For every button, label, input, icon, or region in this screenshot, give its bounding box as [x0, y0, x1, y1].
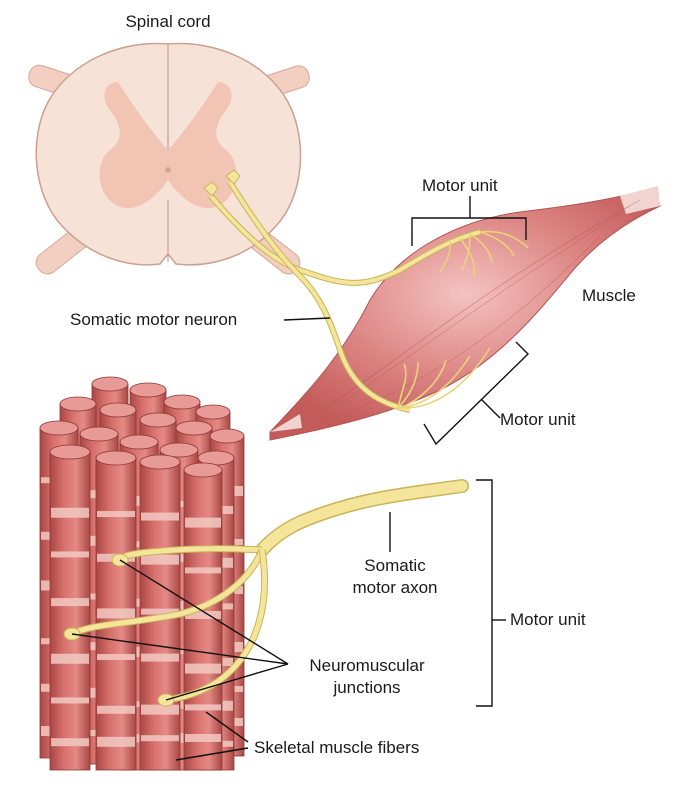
annotation-lines	[71, 196, 529, 761]
label-motor-unit-top: Motor unit	[422, 176, 498, 195]
label-spinal-cord: Spinal cord	[125, 12, 211, 31]
label-neuromuscular-1: Neuromuscular	[309, 656, 425, 675]
motor-unit-mid-bracket	[423, 341, 529, 446]
label-somatic-motor-neuron: Somatic motor neuron	[70, 310, 238, 329]
spinal-cord	[28, 42, 310, 275]
motor-unit-bottom-bracket	[476, 479, 493, 707]
skeletal-muscle-fiber-bundle	[39, 376, 245, 771]
label-somatic-motor-axon-2: motor axon	[352, 578, 438, 597]
muscle-fiber	[183, 462, 223, 771]
label-skeletal-muscle-fibers: Skeletal muscle fibers	[254, 738, 420, 757]
central-canal	[165, 167, 171, 173]
muscle-belly	[269, 186, 661, 441]
muscle-fiber	[49, 444, 91, 771]
motor-unit-top-bracket	[411, 217, 527, 246]
gray-matter	[99, 82, 237, 209]
muscle-fiber	[95, 450, 137, 771]
tendon-left	[270, 414, 302, 432]
label-muscle: Muscle	[582, 286, 636, 305]
somatic-motor-neuron	[203, 169, 529, 413]
label-neuromuscular-2: junctions	[333, 678, 401, 697]
label-somatic-motor-axon-1: Somatic	[364, 556, 426, 575]
label-motor-unit-mid: Motor unit	[500, 410, 576, 429]
label-motor-unit-bottom: Motor unit	[510, 610, 586, 629]
